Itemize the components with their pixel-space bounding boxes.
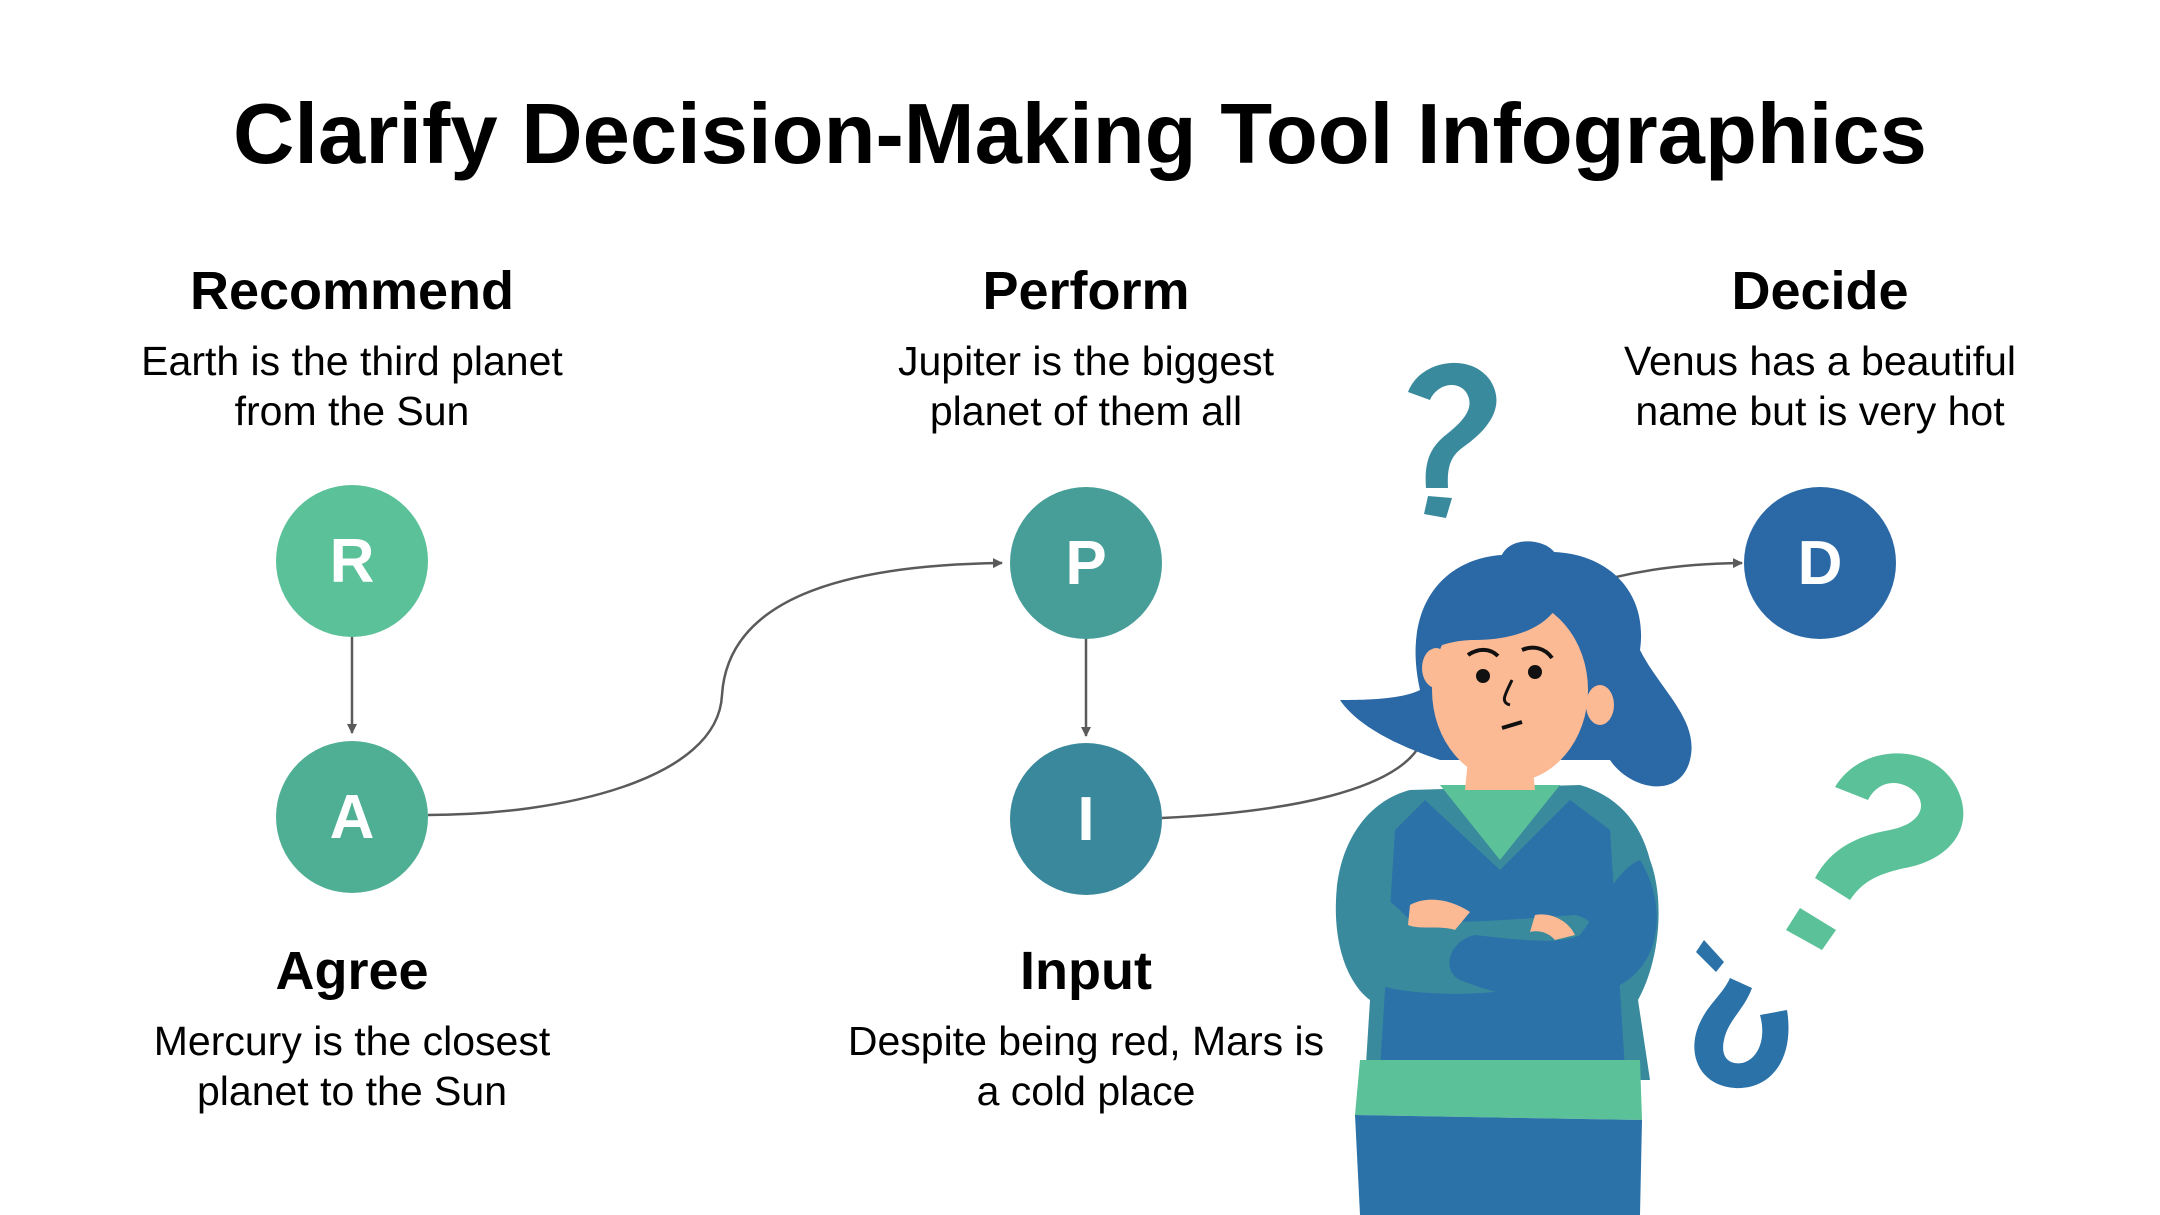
question-mark-icon (1786, 753, 1964, 950)
step-decide: Decide Venus has a beautiful name but is… (1550, 264, 2090, 436)
brow-right (1521, 645, 1554, 660)
step-input-heading: Input (1020, 941, 1152, 1001)
mouth (1501, 720, 1523, 730)
step-perform-desc-line1: Jupiter is the biggest (897, 338, 1275, 384)
connector-a-to-p (427, 558, 1003, 817)
node-a: A (276, 741, 428, 893)
step-decide-desc-line2: name but is very hot (1635, 388, 2005, 434)
node-d: D (1744, 487, 1896, 639)
node-p: P (1010, 487, 1162, 639)
inverted-question-mark-icon (1694, 940, 1789, 1089)
question-mark-icon (1408, 362, 1497, 518)
node-r-letter: R (329, 526, 375, 596)
step-recommend-desc-line2: from the Sun (234, 388, 470, 434)
eye-right (1528, 665, 1542, 679)
node-d-letter: D (1797, 528, 1843, 598)
page-title: Clarify Decision-Making Tool Infographic… (233, 87, 1927, 182)
step-perform-heading: Perform (982, 261, 1190, 321)
pants (1355, 1115, 1642, 1215)
nose (1502, 679, 1514, 707)
step-agree: Agree Mercury is the closest planet to t… (82, 944, 622, 1116)
step-decide-desc-line1: Venus has a beautiful (1623, 338, 2017, 384)
arm-right (1449, 860, 1657, 1000)
brow-left (1466, 647, 1500, 658)
node-i: I (1010, 743, 1162, 895)
ear-left (1422, 648, 1450, 688)
step-agree-desc-line1: Mercury is the closest (153, 1018, 551, 1064)
node-r: R (276, 485, 428, 637)
ear-right (1586, 685, 1614, 725)
step-perform: Perform Jupiter is the biggest planet of… (816, 264, 1356, 436)
step-input-desc-line1: Despite being red, Mars is (847, 1018, 1325, 1064)
step-agree-heading: Agree (275, 941, 429, 1001)
step-agree-desc-line2: planet to the Sun (196, 1068, 508, 1114)
hand-left (1408, 899, 1470, 930)
waistband (1355, 1060, 1642, 1120)
step-recommend-heading: Recommend (189, 261, 515, 321)
node-i-letter: I (1077, 784, 1095, 854)
step-recommend-desc-line1: Earth is the third planet (141, 338, 563, 384)
step-input: Input Despite being red, Mars is a cold … (816, 944, 1356, 1116)
step-decide-heading: Decide (1731, 261, 1909, 321)
face (1432, 598, 1588, 782)
step-perform-desc-line2: planet of them all (929, 388, 1243, 434)
step-input-desc-line2: a cold place (976, 1068, 1196, 1114)
eye-left (1476, 669, 1490, 683)
node-a-letter: A (329, 782, 375, 852)
collar (1440, 785, 1560, 860)
hair-top (1430, 565, 1606, 660)
node-p-letter: P (1065, 528, 1107, 598)
step-recommend: Recommend Earth is the third planet from… (82, 264, 622, 436)
hand-right (1530, 914, 1575, 940)
hair-bun (1500, 541, 1560, 580)
